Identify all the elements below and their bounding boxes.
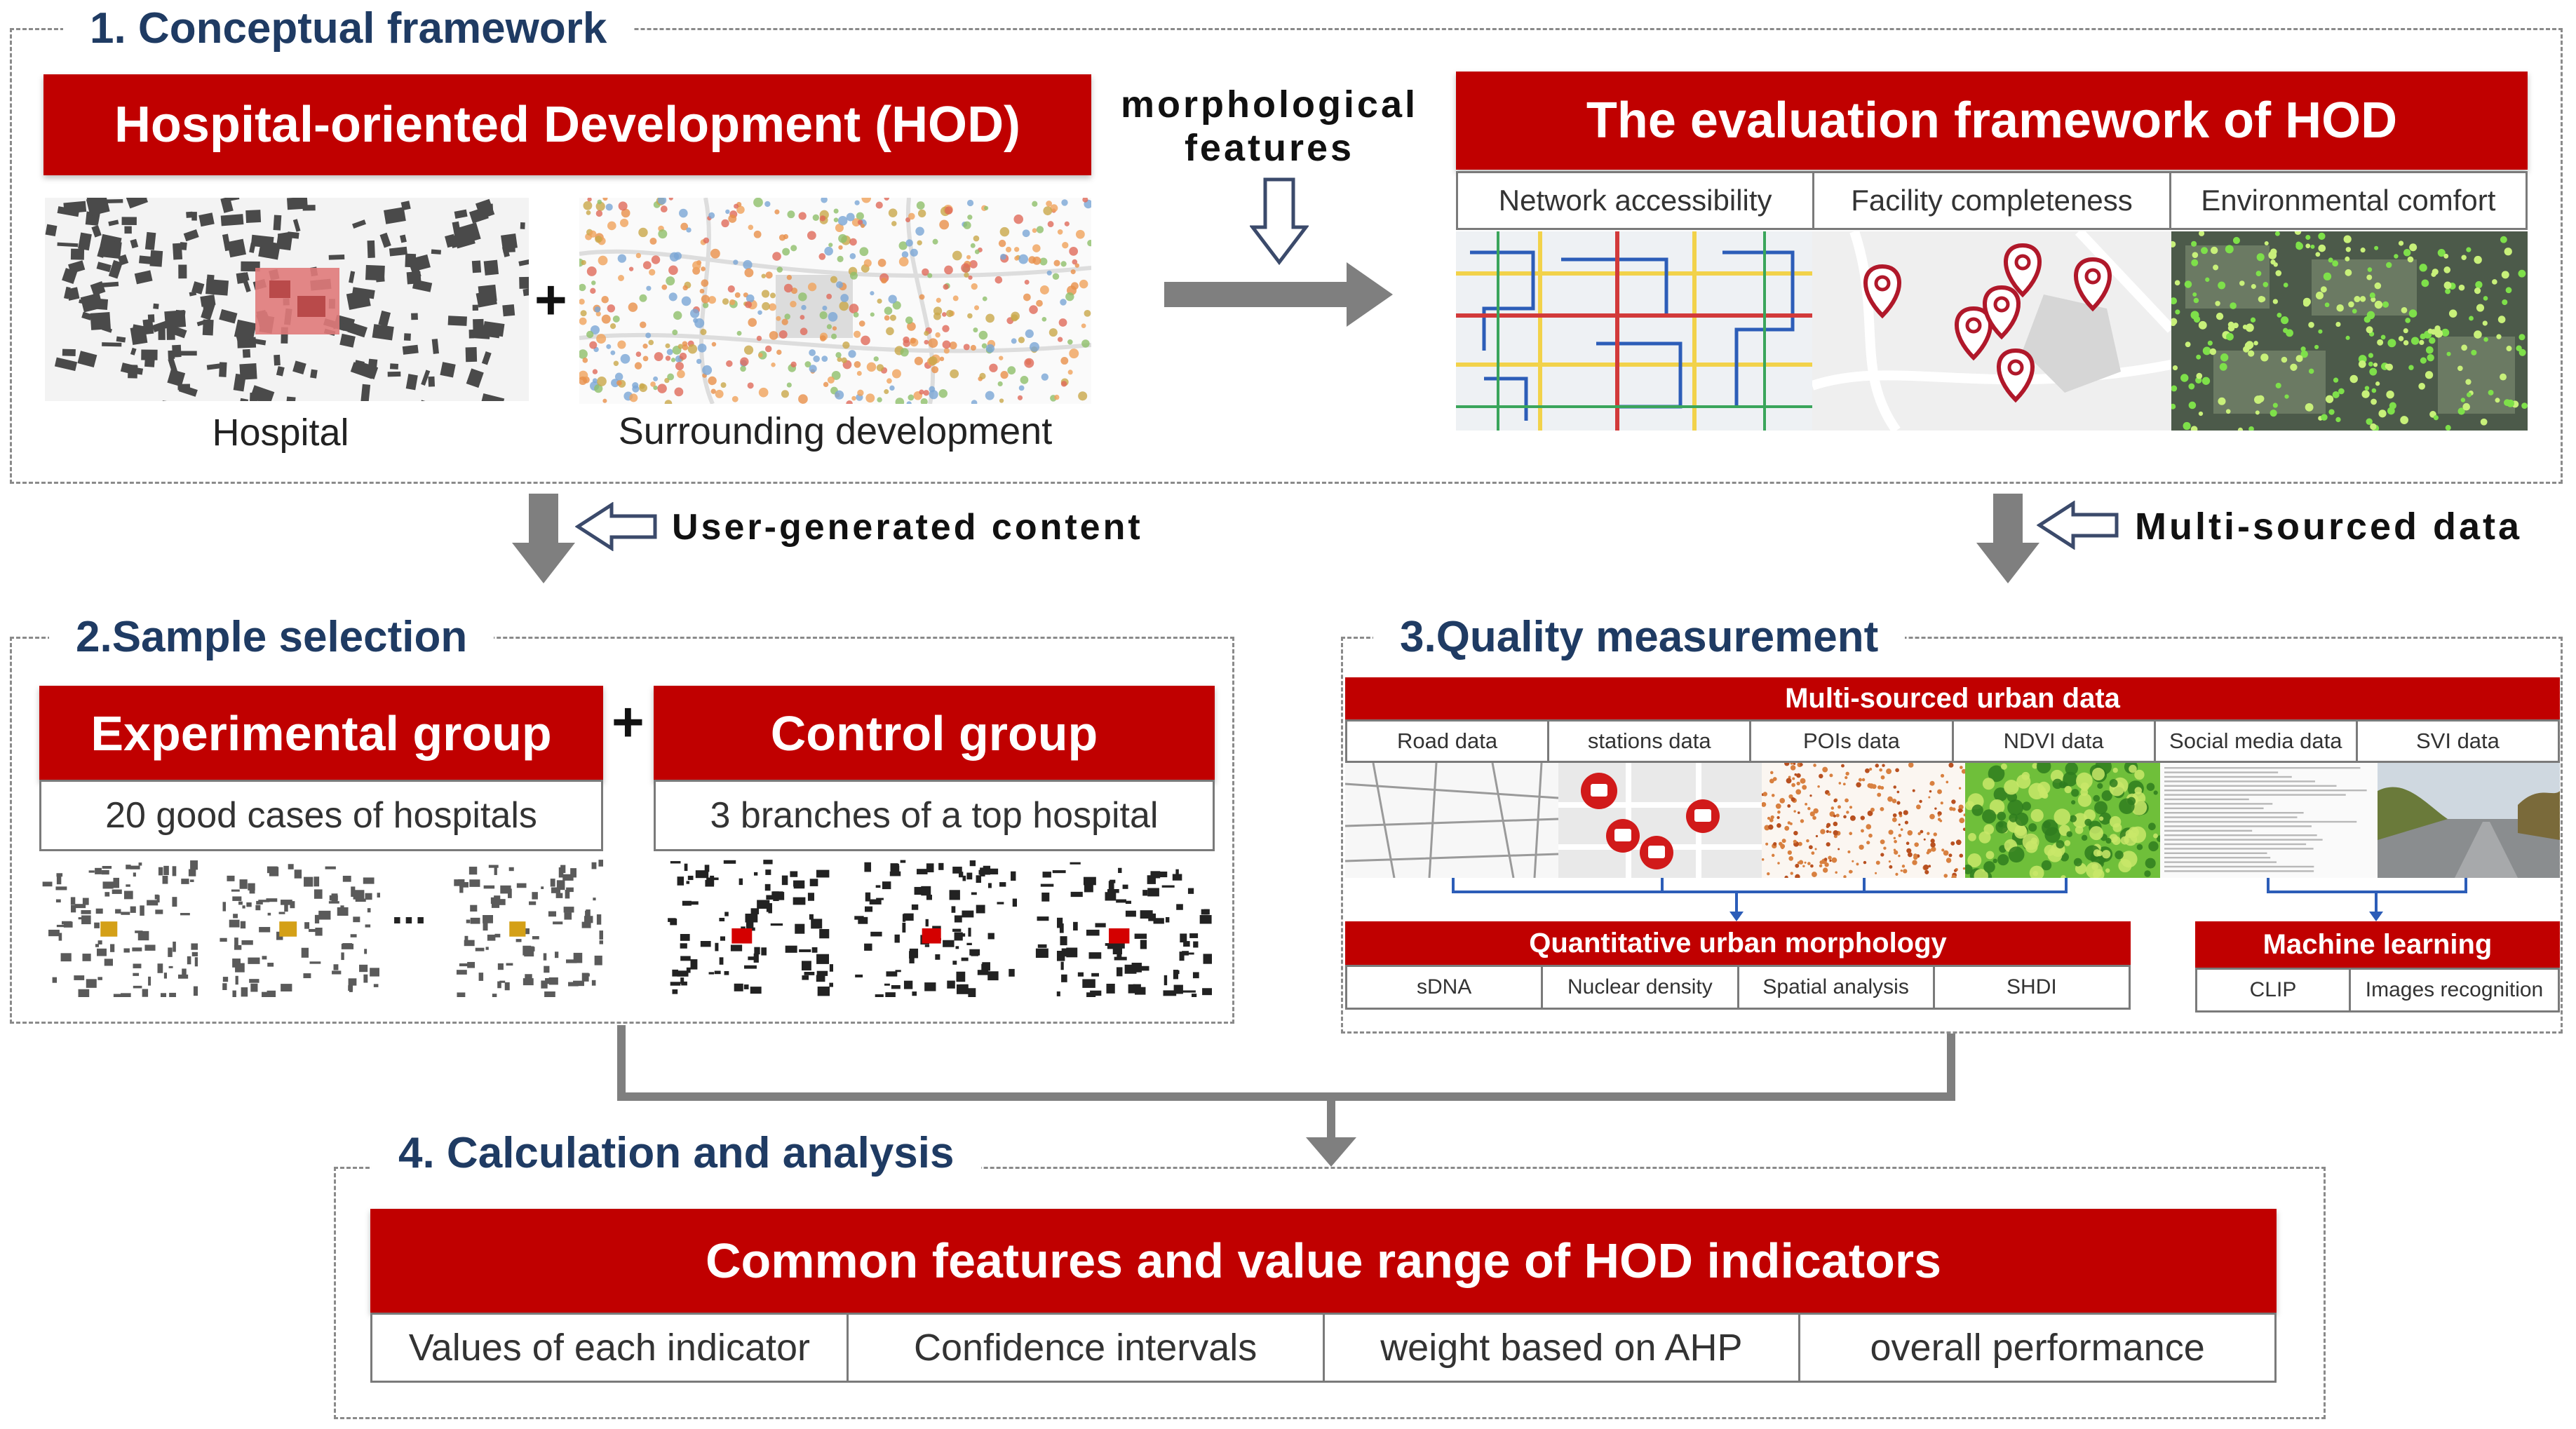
merge-down-arrow-icon (1306, 1097, 1356, 1167)
data-col-road: Road data (1345, 719, 1550, 763)
eval-col-facility: Facility completeness (1812, 171, 2171, 230)
eval-col-network: Network accessibility (1456, 171, 1815, 230)
s4-cell-performance: overall performance (1798, 1313, 2277, 1383)
svi-data-thumb (2378, 763, 2560, 878)
eval-col-environment: Environmental comfort (2169, 171, 2528, 230)
bracket-left-tick-3 (1863, 878, 1866, 893)
data-col-social-media: Social media data (2153, 719, 2358, 763)
hollow-down-arrow-icon (1250, 177, 1309, 265)
section4-title: 4. Calculation and analysis (372, 1132, 981, 1175)
section1-title: 1. Conceptual framework (63, 7, 634, 50)
morphological-label-line1: morphological (1120, 83, 1418, 126)
bracket-right-tick-1 (2267, 878, 2270, 893)
control-map-1 (659, 860, 833, 997)
section2-panel (10, 637, 1234, 1024)
right-arrow-icon (1164, 262, 1393, 327)
bracket-right-tick-2 (2464, 878, 2467, 893)
down-arrow-left-icon (512, 494, 575, 583)
ml-cell-images-recognition: Images recognition (2349, 968, 2560, 1013)
section3-panel (1341, 637, 2563, 1034)
section4-cells: Values of each indicator Confidence inte… (370, 1313, 2277, 1383)
experimental-map-2 (219, 860, 380, 997)
control-sub-label: 3 branches of a top hospital (654, 780, 1215, 851)
network-accessibility-map (1456, 231, 1812, 431)
ndvi-data-thumb (1965, 763, 2160, 878)
data-col-pois: POIs data (1749, 719, 1954, 763)
bracket-left-horizontal (1452, 890, 2068, 893)
ellipsis: ... (391, 886, 426, 933)
bracket-right-horizontal (2267, 890, 2467, 893)
merge-horizontal (617, 1092, 1955, 1101)
data-col-ndvi: NDVI data (1951, 719, 2156, 763)
experimental-map-3 (453, 860, 603, 997)
section4-banner: Common features and value range of HOD i… (370, 1209, 2277, 1313)
facility-completeness-map (1812, 231, 2171, 431)
user-generated-content-label: User-generated content (672, 507, 1143, 548)
ml-cell-clip: CLIP (2195, 968, 2351, 1013)
section3-title: 3.Quality measurement (1373, 616, 1906, 659)
data-col-stations: stations data (1547, 719, 1752, 763)
multi-sourced-data-label: Multi-sourced data (2135, 506, 2523, 548)
experimental-sub-row: 20 good cases of hospitals (39, 780, 603, 851)
hospital-figure-ground-map (45, 198, 529, 401)
control-map-3 (1035, 860, 1212, 997)
bracket-left-tick-1 (1452, 878, 1455, 893)
section1-panel (10, 28, 2563, 484)
s4-cell-confidence: Confidence intervals (846, 1313, 1325, 1383)
data-columns: Road data stations data POIs data NDVI d… (1345, 719, 2561, 763)
bracket-left-down-arrow-icon (1729, 890, 1744, 921)
hollow-left-arrow-right-icon (2037, 501, 2119, 550)
surrounding-poi-map (579, 198, 1091, 404)
morph-cell-shdi: SHDI (1932, 965, 2131, 1010)
machine-learning-banner: Machine learning (2195, 921, 2560, 968)
morph-cell-spatial-analysis: Spatial analysis (1737, 965, 1935, 1010)
ml-cells: CLIP Images recognition (2195, 968, 2560, 1013)
down-arrow-right-icon (1976, 494, 2039, 583)
s4-cell-values: Values of each indicator (370, 1313, 849, 1383)
experimental-sub-label: 20 good cases of hospitals (39, 780, 603, 851)
hospital-label: Hospital (212, 412, 349, 454)
morph-cell-nuclear-density: Nuclear density (1541, 965, 1739, 1010)
morph-cell-sdna: sDNA (1345, 965, 1544, 1010)
merge-left-vertical (617, 1025, 626, 1101)
morphology-cells: sDNA Nuclear density Spatial analysis SH… (1345, 965, 2131, 1010)
data-col-svi: SVI data (2355, 719, 2561, 763)
morphology-banner: Quantitative urban morphology (1345, 921, 2131, 965)
merge-right-vertical (1947, 1034, 1955, 1101)
hollow-left-arrow-icon (575, 502, 657, 551)
surrounding-label: Surrounding development (618, 410, 1053, 452)
plus-sign-2: + (612, 691, 645, 753)
stations-data-thumb (1558, 763, 1762, 878)
section2-title: 2.Sample selection (49, 616, 494, 659)
control-group-banner: Control group (654, 686, 1215, 781)
experimental-map-1 (42, 860, 198, 997)
social-media-data-thumb (2160, 763, 2378, 878)
plus-sign: + (534, 269, 567, 331)
morphological-label-line2: features (1184, 127, 1355, 169)
control-map-2 (854, 860, 1017, 997)
environmental-comfort-map (2171, 231, 2528, 431)
bracket-left-tick-2 (1661, 878, 1664, 893)
urban-data-banner: Multi-sourced urban data (1345, 677, 2560, 719)
experimental-group-banner: Experimental group (39, 686, 603, 781)
bracket-right-down-arrow-icon (2369, 890, 2383, 921)
bracket-left-tick-4 (2065, 878, 2068, 893)
control-sub-row: 3 branches of a top hospital (654, 780, 1215, 851)
road-data-thumb (1345, 763, 1558, 878)
hod-banner: Hospital-oriented Development (HOD) (43, 74, 1091, 175)
section4-panel (334, 1167, 2326, 1419)
evaluation-banner: The evaluation framework of HOD (1456, 72, 2528, 170)
s4-cell-weight: weight based on AHP (1322, 1313, 1801, 1383)
pois-data-thumb (1762, 763, 1965, 878)
evaluation-columns: Network accessibility Facility completen… (1456, 171, 2528, 230)
